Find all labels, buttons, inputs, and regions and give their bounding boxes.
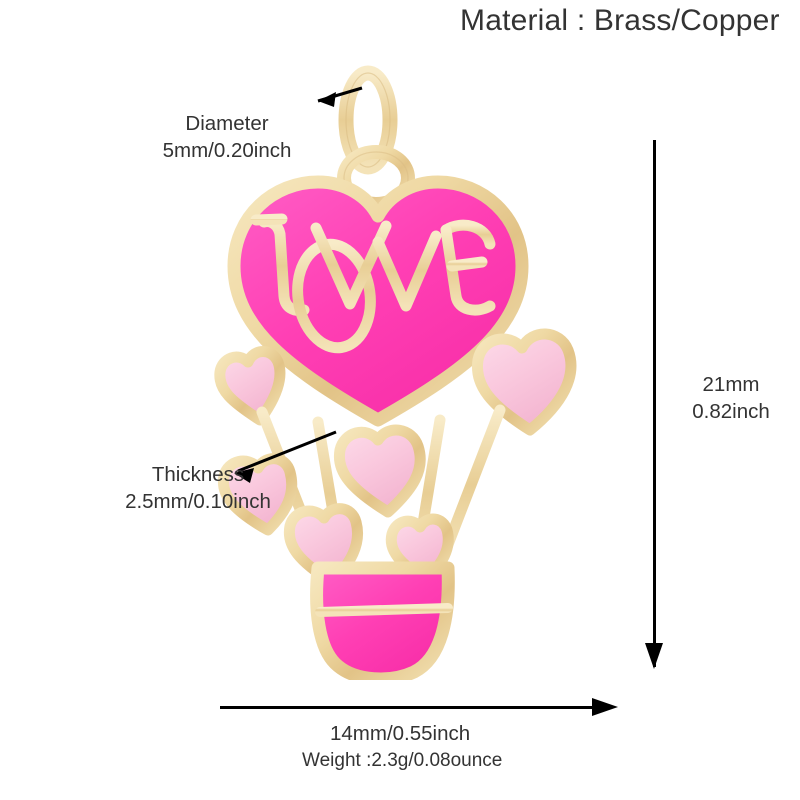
width-annotation: 14mm/0.55inch — [330, 722, 471, 745]
diameter-annotation: Diameter 5mm/0.20inch — [152, 110, 302, 164]
balloon-basket — [310, 561, 455, 686]
charm-svg — [214, 65, 577, 686]
accent-heart-center-upper — [333, 424, 426, 518]
diameter-value: 5mm/0.20inch — [162, 139, 292, 162]
diameter-title: Diameter — [185, 112, 269, 135]
thickness-title: Thickness — [151, 463, 245, 486]
weight-annotation: Weight :2.3g/0.08ounce — [302, 750, 503, 771]
height-annotation: 21mm 0.82inch — [676, 371, 786, 425]
height-dimension-arrowhead — [645, 643, 663, 669]
thickness-value: 2.5mm/0.10inch — [125, 490, 271, 513]
product-illustration — [200, 60, 600, 686]
accent-heart-left-upper — [214, 346, 286, 426]
material-label: Material : Brass/Copper — [460, 4, 780, 37]
accent-heart-right-upper — [471, 328, 577, 436]
jump-ring-upper — [338, 65, 398, 175]
thickness-annotation: Thickness 2.5mm/0.10inch — [98, 461, 298, 515]
height-value-mm: 21mm — [702, 373, 760, 396]
width-dimension-arrowhead — [592, 698, 618, 716]
love-lettering — [250, 213, 496, 354]
width-dimension-line — [220, 706, 612, 709]
height-value-inch: 0.82inch — [692, 400, 770, 423]
height-dimension-line — [653, 140, 656, 667]
